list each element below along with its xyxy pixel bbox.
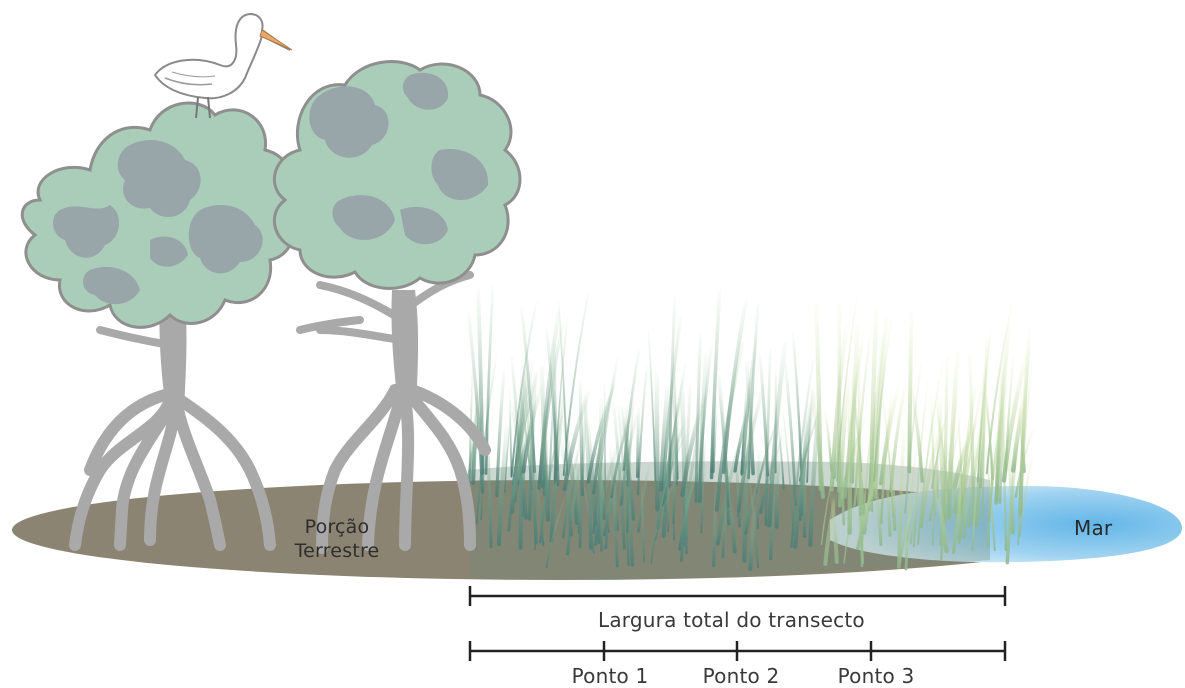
grass-blade [816,304,821,489]
point-1-label: Ponto 1 [572,666,649,686]
mangrove-tree-icon [22,103,293,545]
land-label-line1: Porção [282,518,392,537]
egret-icon [155,14,292,118]
grass-blade [657,375,658,509]
grass-blade [793,334,801,473]
sea-label: Mar [1074,518,1112,538]
total-width-label: Largura total do transecto [598,610,865,630]
grass-blade [580,380,582,494]
grass-blade [758,451,759,528]
grass-blade [638,409,639,477]
grass-blade [648,331,655,480]
points-scale [470,641,1005,661]
land-label-line2: Terrestre [282,542,392,561]
grass-blade [777,451,779,527]
grass-blade [825,408,832,470]
grass-blade [605,384,606,510]
point-2-label: Ponto 2 [703,666,780,686]
land-label: Porção Terrestre [282,518,392,561]
point-3-label: Ponto 3 [838,666,915,686]
total-width-scale [470,586,1005,606]
